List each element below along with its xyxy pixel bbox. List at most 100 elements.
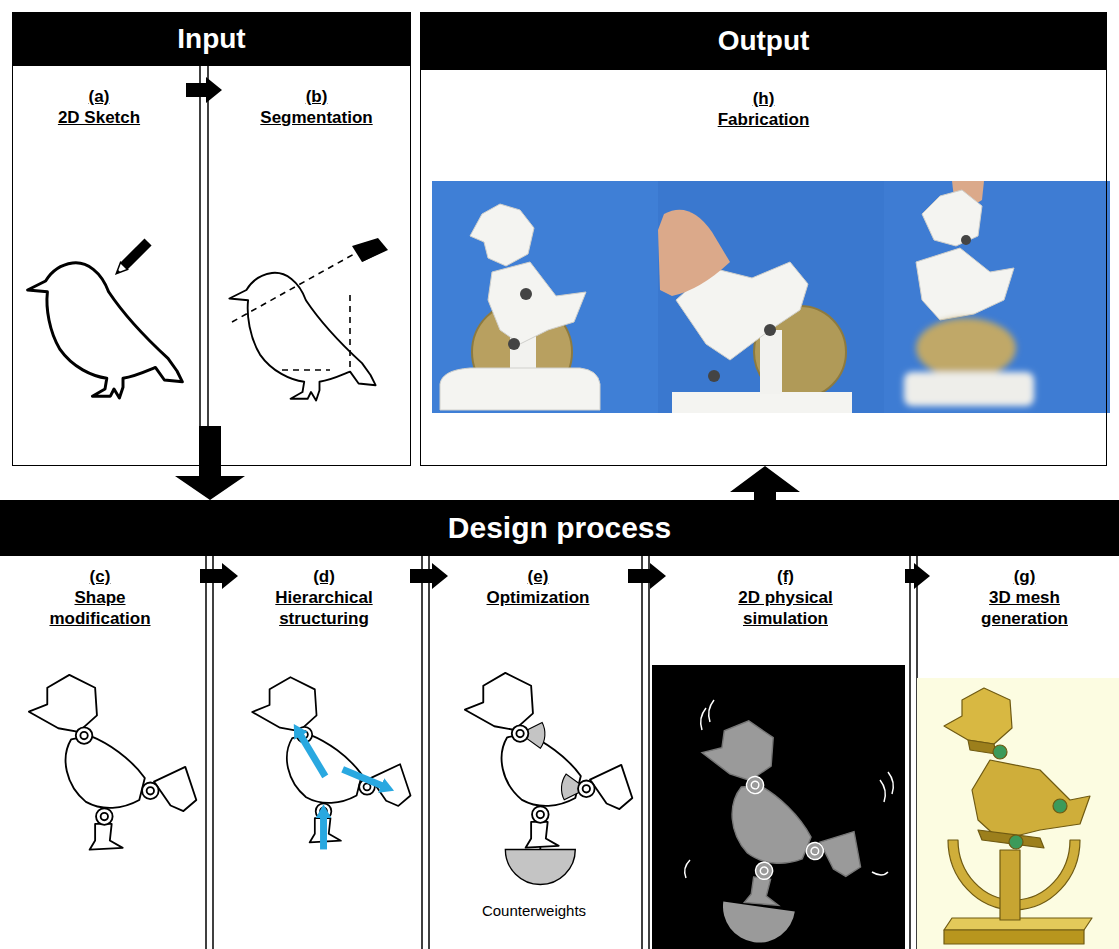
simulated-bird <box>677 715 879 949</box>
step-letter: (b) <box>306 86 328 107</box>
step-letter: (d) <box>313 566 335 587</box>
step-title: Shape modification <box>40 587 160 629</box>
motion-lines <box>685 700 894 878</box>
fabrication-photos <box>904 318 1034 406</box>
mesh-model <box>972 760 1090 840</box>
output-panel: Output (h)Fabrication <box>420 12 1107 466</box>
arrow-stem <box>199 426 221 468</box>
fabrication-photos <box>904 372 1034 406</box>
divider-lines <box>212 556 214 949</box>
fabrication-photos <box>922 190 982 246</box>
fabrication-photos <box>432 181 658 413</box>
mesh-model <box>1000 850 1020 920</box>
fabrication-photos <box>708 370 720 382</box>
divider-lines <box>909 556 911 949</box>
mesh-model <box>993 745 1007 759</box>
flow-arrow <box>410 563 448 589</box>
segmented-bird <box>29 675 196 850</box>
motion-lines <box>701 708 706 730</box>
annotation-label: Counterweights <box>464 902 604 919</box>
fabrication-photos <box>916 248 1014 320</box>
divider-lines <box>205 556 207 949</box>
motion-lines <box>709 700 714 722</box>
segmentation-sketch <box>229 273 375 401</box>
fabrication-photos <box>764 324 776 336</box>
step-letter: (f) <box>777 566 794 587</box>
step-panel: (f)2D physical simulation <box>666 556 905 949</box>
step-title: Segmentation <box>260 107 372 128</box>
hierarchy-bird <box>343 769 385 786</box>
step-panel: (g)3D mesh generation <box>930 556 1119 949</box>
fabrication-photos <box>520 288 532 300</box>
bird-sketch <box>113 262 128 277</box>
step-title: Fabrication <box>718 109 810 130</box>
motion-lines <box>888 772 893 794</box>
segmentation-sketch <box>232 244 372 322</box>
segmentation-sketch <box>352 238 388 262</box>
step-letter: (a) <box>89 86 110 107</box>
simulated-bird <box>718 901 795 947</box>
mesh-model <box>1009 835 1023 849</box>
bird-sketch <box>113 238 152 277</box>
counterweight-bird <box>512 725 595 823</box>
mesh-model <box>944 688 1012 744</box>
simulated-bird <box>682 715 878 918</box>
step-letter: (g) <box>1014 566 1036 587</box>
fabrication-photos <box>658 210 730 296</box>
fabrication-panel: (h)Fabrication <box>420 70 1107 466</box>
flow-arrow <box>200 563 238 589</box>
header-band: Input <box>12 12 411 66</box>
divider-lines <box>207 66 209 430</box>
bird-sketch <box>115 270 121 276</box>
hierarchy-bird <box>320 815 327 850</box>
segmentation-sketch <box>232 244 372 372</box>
mesh-model <box>944 930 1084 944</box>
motion-lines <box>880 780 885 802</box>
step-letter: (h) <box>753 88 775 109</box>
fabrication-photos <box>916 318 1016 378</box>
divider-lines <box>199 66 201 430</box>
counterweight-bird <box>465 673 632 885</box>
fabrication-photos <box>432 181 1110 413</box>
flow-arrow <box>730 466 800 500</box>
step-title: 2D physical simulation <box>726 587 846 629</box>
panel-title: Input <box>177 23 245 55</box>
step-title: Optimization <box>487 587 590 608</box>
fabrication-photos <box>658 181 884 413</box>
bird-sketch <box>28 238 183 398</box>
divider-lines <box>641 556 643 949</box>
fabrication-photos <box>488 262 586 344</box>
bird-sketch <box>120 238 151 269</box>
panel-title: Design process <box>448 511 671 545</box>
hierarchy-bird <box>297 727 375 819</box>
fabrication-photos <box>961 235 971 245</box>
input-panel: Input (a)2D Sketch (b)Segmentation <box>12 12 411 466</box>
divider-lines <box>428 556 430 949</box>
hierarchy-bird <box>299 733 325 777</box>
simulation-ground <box>652 665 905 949</box>
mesh-model <box>978 830 1044 848</box>
segmented-bird <box>29 675 196 850</box>
divider-lines <box>421 556 423 949</box>
segmented-bird <box>76 727 159 825</box>
fabrication-photos <box>508 338 520 350</box>
step-letter: (c) <box>90 566 111 587</box>
segmentation-sketch <box>229 238 388 401</box>
counterweight-bird <box>505 850 575 885</box>
step-panel: (d)Hierarchical structuring <box>238 556 410 949</box>
fabrication-photos <box>760 330 782 394</box>
mesh-model <box>1053 799 1067 813</box>
flow-arrow <box>186 77 222 103</box>
fabrication-photos <box>440 368 600 410</box>
fabrication-photos <box>470 204 534 266</box>
design-process-panel: Design process(c)Shape modification(d)Hi… <box>0 500 1119 949</box>
panel-title: Output <box>718 25 810 57</box>
step-letter: (e) <box>528 566 549 587</box>
divider-lines <box>648 556 650 949</box>
step-panel: (c)Shape modification <box>0 556 200 949</box>
sketch-panel: (a)2D Sketch <box>12 66 186 430</box>
header-band: Output <box>420 12 1107 70</box>
